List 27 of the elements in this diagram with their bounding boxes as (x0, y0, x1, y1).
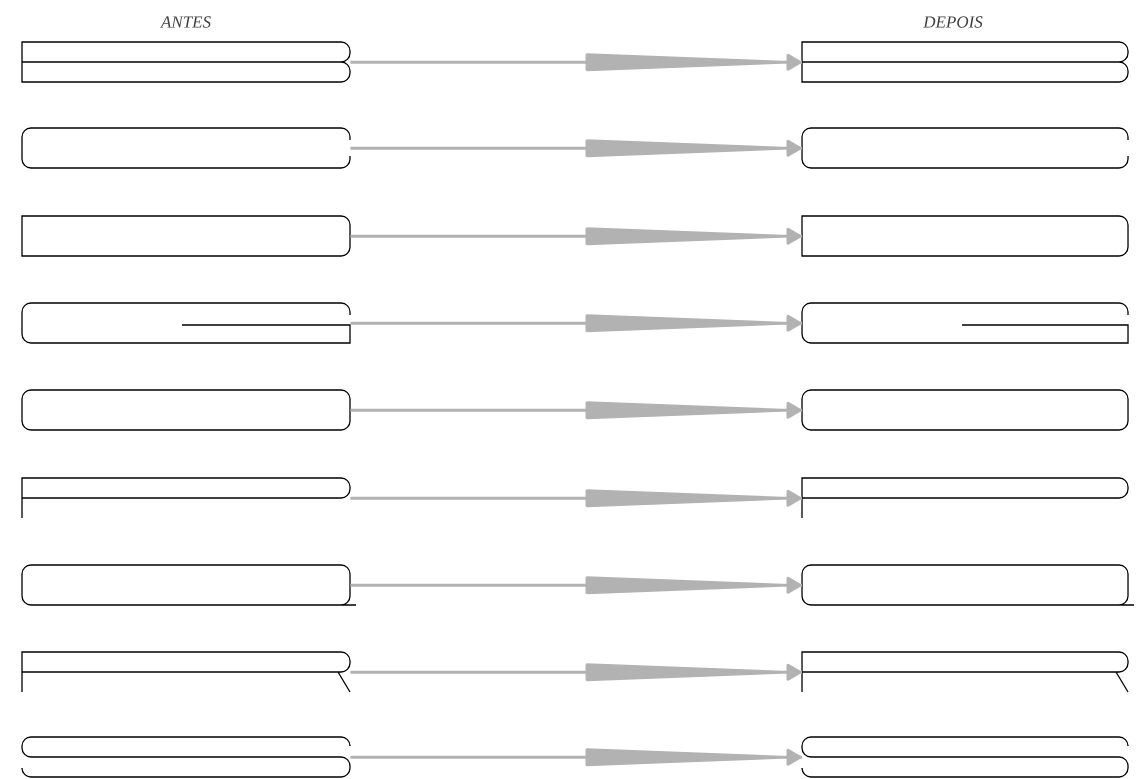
letter-shape (801, 215, 1129, 257)
letter-shape (21, 651, 351, 693)
arrow (348, 401, 804, 420)
letter-shape (801, 477, 1129, 519)
letter-shape (21, 564, 357, 606)
letter-shape (801, 564, 1135, 606)
letter-shape (801, 302, 1129, 344)
arrow (348, 314, 804, 333)
letter-shape (21, 736, 351, 778)
letter-shape (801, 651, 1129, 693)
arrow (348, 576, 804, 595)
letter-shape (21, 477, 351, 519)
letter-shape (21, 215, 351, 257)
letter-shape (801, 389, 1129, 431)
letter-shape (801, 41, 1129, 83)
letter-shape (801, 127, 1129, 169)
letter-shape (21, 41, 351, 83)
letter-shape (21, 127, 351, 169)
arrow (348, 489, 804, 508)
letter-shape (21, 389, 351, 431)
arrow (348, 53, 804, 72)
letter-shape (801, 736, 1129, 778)
arrow (348, 748, 804, 767)
arrow (348, 227, 804, 246)
letter-shape (21, 302, 351, 344)
arrow (348, 139, 804, 158)
arrow (348, 663, 804, 682)
